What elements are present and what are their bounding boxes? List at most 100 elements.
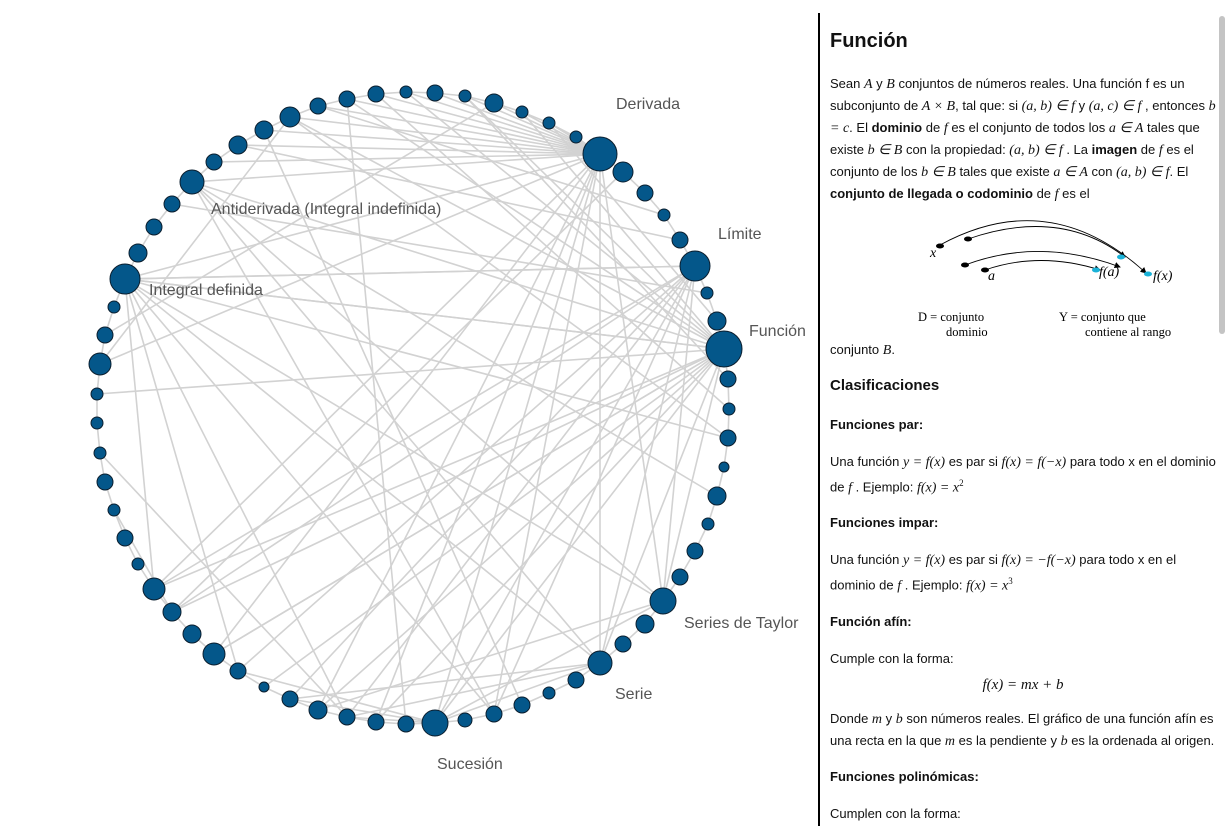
math: f(x) = f(−x) [1001, 455, 1067, 470]
graph-node[interactable] [90, 387, 104, 401]
graph-node[interactable] [671, 231, 689, 249]
graph-node[interactable] [338, 90, 356, 108]
graph-node[interactable] [90, 416, 104, 430]
graph-node[interactable] [128, 243, 148, 263]
graph-node[interactable] [686, 542, 704, 560]
math: (a, c) ∈ f [1088, 99, 1142, 114]
graph-node[interactable] [718, 461, 730, 473]
graph-edge [153, 348, 725, 590]
math: B [882, 343, 892, 358]
graph-node[interactable] [109, 263, 141, 295]
graph-node[interactable] [131, 557, 145, 571]
graph-node[interactable] [421, 709, 449, 737]
domain-point [936, 243, 944, 249]
graph-node[interactable] [96, 326, 114, 344]
graph-node[interactable] [202, 642, 226, 666]
graph-node[interactable] [701, 517, 715, 531]
graph-node[interactable] [205, 153, 223, 171]
graph-node[interactable] [612, 161, 634, 183]
graph-node[interactable] [399, 85, 413, 99]
graph-node[interactable] [142, 577, 166, 601]
text: y [872, 76, 887, 91]
graph-edge [662, 348, 725, 602]
math: b ∈ B [867, 143, 903, 158]
text: es la ordenada al origen. [1067, 732, 1215, 748]
graph-node[interactable] [700, 286, 714, 300]
graph-node[interactable] [397, 715, 415, 733]
graph-node[interactable] [679, 250, 711, 282]
graph-node[interactable] [705, 330, 743, 368]
graph-nodes [88, 84, 743, 737]
graph-node[interactable] [367, 713, 385, 731]
label-integral-definida: Integral definida [149, 282, 263, 299]
graph-edge [237, 144, 601, 155]
graph-node[interactable] [484, 93, 504, 113]
graph-node[interactable] [228, 135, 248, 155]
graph-node[interactable] [145, 218, 163, 236]
graph-node[interactable] [162, 602, 182, 622]
graph-node[interactable] [707, 311, 727, 331]
panel-scrollbar[interactable] [1219, 16, 1225, 334]
concept-network-graph[interactable]: Derivada Antiderivada (Integral indefini… [0, 0, 818, 826]
graph-node[interactable] [635, 614, 655, 634]
graph-node[interactable] [587, 650, 613, 676]
graph-node[interactable] [258, 681, 270, 693]
graph-edge [317, 348, 725, 711]
panel-divider[interactable] [818, 13, 820, 826]
graph-node[interactable] [367, 85, 385, 103]
definition-panel[interactable]: Función Sean A y B conjuntos de números … [820, 13, 1216, 826]
graph-node[interactable] [542, 116, 556, 130]
graph-node[interactable] [426, 84, 444, 102]
text: es la pendiente y [955, 732, 1061, 748]
graph-node[interactable] [338, 708, 356, 726]
graph-node[interactable] [88, 352, 112, 376]
graph-node[interactable] [179, 169, 205, 195]
graph-edge [434, 600, 664, 724]
figure-range-label: Y = conjunto que [1059, 310, 1146, 324]
graph-node[interactable] [649, 587, 677, 615]
graph-node[interactable] [719, 370, 737, 388]
graph-edge [191, 181, 718, 497]
graph-node[interactable] [279, 106, 301, 128]
graph-edge [191, 181, 664, 602]
graph-node[interactable] [636, 184, 654, 202]
graph-node[interactable] [671, 568, 689, 586]
graph-edge [99, 153, 601, 365]
graph-node[interactable] [569, 130, 583, 144]
graph-node[interactable] [719, 429, 737, 447]
mapping-arrow [984, 260, 1101, 272]
graph-node[interactable] [542, 686, 556, 700]
graph-node[interactable] [309, 97, 327, 115]
graph-node[interactable] [457, 712, 473, 728]
graph-node[interactable] [254, 120, 274, 140]
graph-node[interactable] [485, 705, 503, 723]
graph-node[interactable] [582, 136, 618, 172]
graph-edge [171, 171, 624, 613]
graph-node[interactable] [281, 690, 299, 708]
figure-range-label: contiene al rango [1085, 325, 1171, 339]
text: Donde [830, 710, 872, 726]
graph-node[interactable] [614, 635, 632, 653]
graph-node[interactable] [96, 473, 114, 491]
graph-node[interactable] [722, 402, 736, 416]
graph-node[interactable] [515, 105, 529, 119]
graph-edge [346, 265, 696, 718]
term-imagen: imagen [1091, 142, 1138, 157]
graph-node[interactable] [107, 503, 121, 517]
graph-node[interactable] [93, 446, 107, 460]
graph-node[interactable] [116, 529, 134, 547]
graph-node[interactable] [308, 700, 328, 720]
paragraph-funciones-impar: Una función y = f(x) es par si f(x) = −f… [830, 549, 1216, 596]
graph-edge [104, 102, 495, 336]
graph-node[interactable] [567, 671, 585, 689]
term-dominio: dominio [871, 120, 923, 135]
graph-node[interactable] [458, 89, 472, 103]
graph-node[interactable] [182, 624, 202, 644]
math: f [1054, 187, 1059, 202]
graph-node[interactable] [107, 300, 121, 314]
graph-node[interactable] [513, 696, 531, 714]
graph-node[interactable] [229, 662, 247, 680]
graph-node[interactable] [657, 208, 671, 222]
graph-node[interactable] [707, 486, 727, 506]
graph-node[interactable] [163, 195, 181, 213]
